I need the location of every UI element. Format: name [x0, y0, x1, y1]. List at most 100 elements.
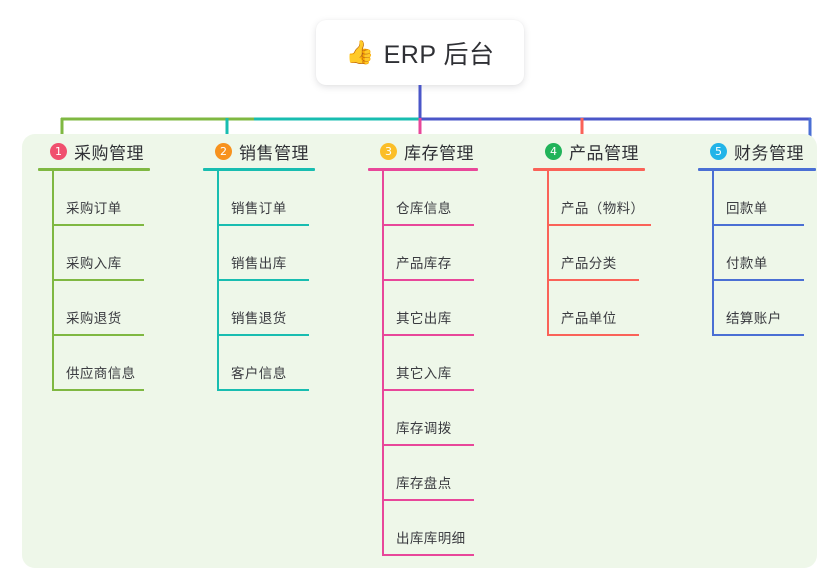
branch-item-label: 结算账户	[726, 311, 782, 326]
branch-spine	[712, 171, 714, 336]
branch-item-label: 出库库明细	[396, 531, 466, 546]
branch-item-rule	[382, 224, 474, 226]
branch-item-rule	[52, 279, 144, 281]
branch-column-5: 5 财务管理回款单付款单结算账户	[698, 140, 816, 336]
branch-number-badge: 4	[545, 142, 562, 160]
branch-spine	[547, 171, 549, 336]
branch-title: 销售管理	[239, 143, 309, 163]
branch-title: 采购管理	[74, 143, 144, 163]
branch-item-rule	[712, 224, 804, 226]
branch-item[interactable]: 出库库明细	[368, 501, 478, 556]
branch-item-rule	[712, 334, 804, 336]
branch-item-rule	[547, 334, 639, 336]
branch-item-list: 采购订单采购入库采购退货供应商信息	[38, 171, 150, 391]
branch-item[interactable]: 仓库信息	[368, 171, 478, 226]
branch-item-rule	[712, 279, 804, 281]
branch-item[interactable]: 采购入库	[38, 226, 150, 281]
branch-column-4: 4 产品管理产品（物料） 产品分类产品单位	[533, 140, 651, 336]
branch-spine	[217, 171, 219, 391]
root-title-text: ERP 后台	[383, 40, 495, 69]
branch-header-rule	[368, 168, 478, 171]
branch-header-rule	[203, 168, 315, 171]
branch-number-badge: 5	[710, 142, 727, 160]
branch-item[interactable]: 其它出库	[368, 281, 478, 336]
branch-item-label: 采购退货	[66, 311, 122, 326]
branch-item[interactable]: 库存调拨	[368, 391, 478, 446]
branch-item[interactable]: 销售出库	[203, 226, 315, 281]
branch-title: 财务管理	[734, 143, 804, 163]
branch-item-label: 销售退货	[231, 311, 287, 326]
branch-item-label: 采购订单	[66, 201, 122, 216]
branch-item-label: 库存调拨	[396, 421, 452, 436]
branch-item-label: 产品库存	[396, 256, 452, 271]
branch-item-rule	[382, 279, 474, 281]
branch-item[interactable]: 其它入库	[368, 336, 478, 391]
branch-item-list: 回款单付款单结算账户	[698, 171, 816, 336]
branch-item-label: 销售订单	[231, 201, 287, 216]
branch-header-1[interactable]: 1 采购管理	[38, 140, 150, 163]
branch-header-2[interactable]: 2 销售管理	[203, 140, 315, 163]
branch-title: 库存管理	[404, 143, 474, 163]
branch-number-badge: 3	[380, 142, 397, 160]
root-node-label: 👍 ERP 后台	[345, 35, 494, 71]
branch-header-rule	[38, 168, 150, 171]
branch-item[interactable]: 供应商信息	[38, 336, 150, 391]
branch-item-label: 采购入库	[66, 256, 122, 271]
branch-item[interactable]: 采购订单	[38, 171, 150, 226]
branch-item-rule	[52, 389, 144, 391]
branch-item[interactable]: 采购退货	[38, 281, 150, 336]
branch-item[interactable]: 付款单	[698, 226, 816, 281]
branch-item-rule	[382, 389, 474, 391]
branch-item-rule	[547, 279, 639, 281]
branch-header-4[interactable]: 4 产品管理	[533, 140, 645, 163]
branch-item[interactable]: 销售订单	[203, 171, 315, 226]
branch-spine	[382, 171, 384, 556]
branch-item[interactable]: 客户信息	[203, 336, 315, 391]
branch-item-rule	[382, 444, 474, 446]
branch-item-rule	[547, 224, 651, 226]
branch-column-1: 1 采购管理采购订单采购入库采购退货供应商信息	[38, 140, 150, 391]
thumbs-up-icon: 👍	[345, 39, 375, 65]
branch-item-label: 其它出库	[396, 311, 452, 326]
branch-item[interactable]: 产品单位	[533, 281, 645, 336]
content-panel	[22, 134, 817, 568]
branch-item-label: 供应商信息	[66, 366, 136, 381]
branch-item-list: 仓库信息产品库存其它出库其它入库库存调拨库存盘点出库库明细	[368, 171, 478, 556]
branch-item[interactable]: 产品分类	[533, 226, 645, 281]
branch-title: 产品管理	[569, 143, 639, 163]
branch-number-badge: 2	[215, 142, 232, 160]
root-node[interactable]: 👍 ERP 后台	[316, 20, 524, 85]
branch-item-rule	[52, 334, 144, 336]
branch-item-rule	[382, 554, 474, 556]
branch-item-label: 回款单	[726, 201, 768, 216]
branch-number-badge: 1	[50, 142, 67, 160]
branch-item-label: 付款单	[726, 256, 768, 271]
branch-column-2: 2 销售管理销售订单销售出库销售退货客户信息	[203, 140, 315, 391]
branch-header-rule	[533, 168, 645, 171]
branch-item-label: 其它入库	[396, 366, 452, 381]
branch-header-3[interactable]: 3 库存管理	[368, 140, 478, 163]
branch-item-label: 产品单位	[561, 311, 617, 326]
branch-item-rule	[217, 224, 309, 226]
branch-item-label: 产品（物料）	[561, 201, 645, 216]
branch-item[interactable]: 回款单	[698, 171, 816, 226]
branch-item[interactable]: 产品库存	[368, 226, 478, 281]
branch-header-rule	[698, 168, 816, 171]
branch-column-3: 3 库存管理仓库信息产品库存其它出库其它入库库存调拨库存盘点出库库明细	[368, 140, 478, 556]
branch-item-list: 销售订单销售出库销售退货客户信息	[203, 171, 315, 391]
branch-item-label: 销售出库	[231, 256, 287, 271]
branch-item[interactable]: 库存盘点	[368, 446, 478, 501]
branch-item[interactable]: 产品（物料）	[533, 171, 651, 226]
branch-item-rule	[52, 224, 144, 226]
branch-item-label: 库存盘点	[396, 476, 452, 491]
branch-item-rule	[217, 279, 309, 281]
branch-header-5[interactable]: 5 财务管理	[698, 140, 816, 163]
branch-item-label: 客户信息	[231, 366, 287, 381]
branch-item-rule	[217, 334, 309, 336]
branch-item-list: 产品（物料） 产品分类产品单位	[533, 171, 651, 336]
branch-item-label: 仓库信息	[396, 201, 452, 216]
branch-item[interactable]: 结算账户	[698, 281, 816, 336]
branch-item-rule	[217, 389, 309, 391]
branch-item[interactable]: 销售退货	[203, 281, 315, 336]
